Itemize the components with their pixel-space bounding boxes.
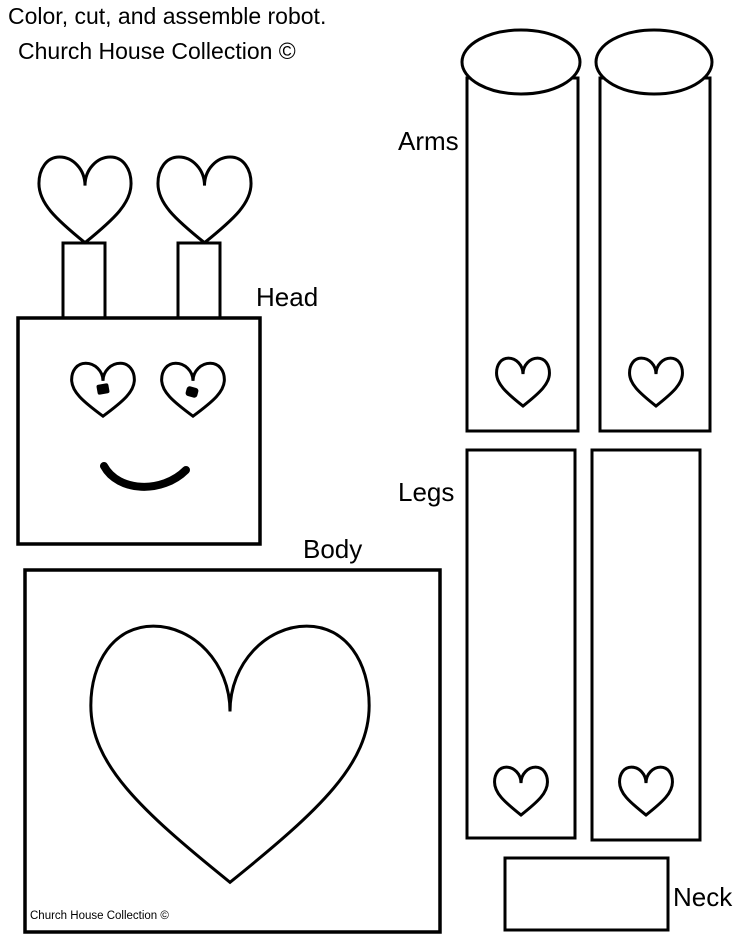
arms-label: Arms (398, 126, 459, 156)
right-arm-top-oval (594, 28, 714, 96)
smile-mouth (100, 462, 190, 491)
robot-body-template (23, 568, 442, 934)
robot-leg-right-template (590, 448, 702, 842)
robot-head-template (16, 155, 262, 546)
worksheet-title-line1: Color, cut, and assemble robot. (8, 3, 326, 29)
right-antenna-heart (156, 155, 253, 245)
robot-arm-left-template (460, 28, 582, 433)
robot-leg-left-template (465, 448, 577, 840)
body-label: Body (303, 534, 362, 564)
footer-credit: Church House Collection © (30, 910, 169, 922)
neck-box (503, 856, 670, 932)
left-arm-top-oval (460, 28, 582, 96)
worksheet-title-line2: Church House Collection © (18, 38, 296, 64)
right-eye-pupil (185, 386, 199, 398)
head-box (16, 316, 262, 546)
robot-neck-template (503, 856, 670, 932)
left-antenna-stem (61, 241, 107, 322)
left-eye-pupil (96, 383, 110, 395)
head-label: Head (256, 282, 318, 312)
left-leg-box (465, 448, 577, 840)
right-antenna-stem (176, 241, 222, 322)
neck-label: Neck (673, 882, 733, 912)
left-antenna-heart (37, 155, 133, 245)
right-leg-box (590, 448, 702, 842)
legs-label: Legs (398, 477, 454, 507)
robot-arm-right-template (594, 28, 714, 433)
